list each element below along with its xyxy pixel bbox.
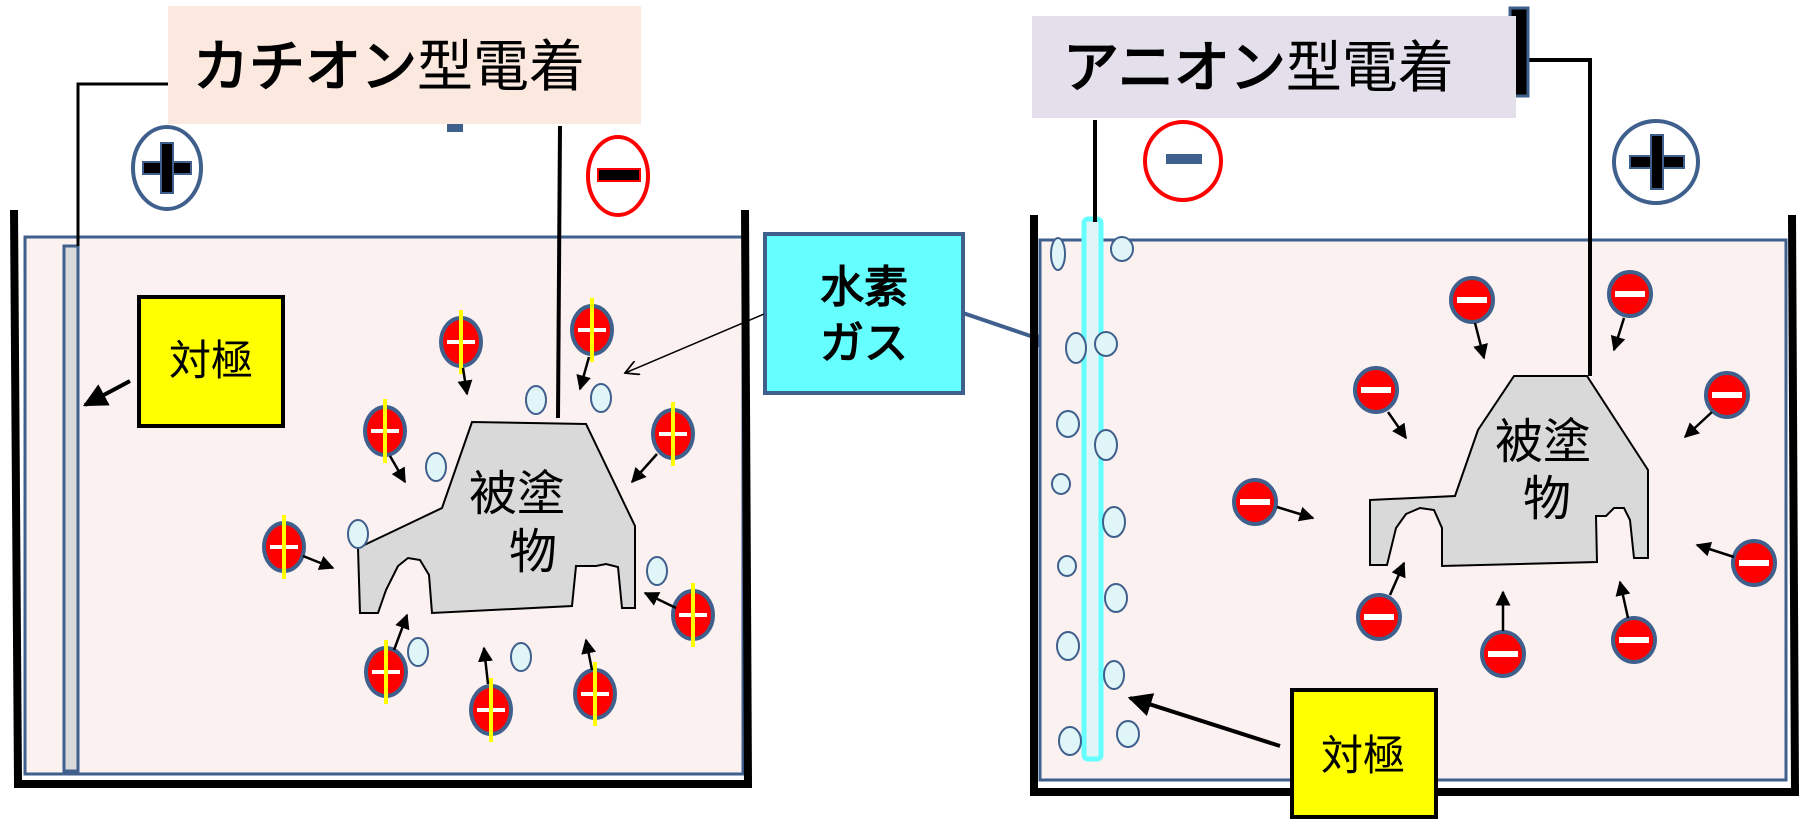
left-bubbles xyxy=(347,383,668,672)
right-anode-wire xyxy=(1505,58,1592,376)
right-title-box xyxy=(1032,16,1516,118)
anion-ion xyxy=(1232,478,1278,526)
right-counter-electrode-label: 対極 xyxy=(1321,731,1405,780)
anion-ion xyxy=(1611,616,1657,664)
left-cation-ions xyxy=(262,298,715,742)
cation-ion xyxy=(364,640,408,704)
left-counter-electrode-plate xyxy=(62,244,80,773)
right-counter-electrode-label-box xyxy=(1290,688,1438,819)
left-title: カチオン型電着 xyxy=(193,35,585,100)
cation-ion xyxy=(439,310,483,374)
right-title: アニオン型電着 xyxy=(1063,36,1454,101)
right-anode-plus-icon xyxy=(1612,119,1700,205)
cationic-panel: カチオン型電着 対極 被塗 物 xyxy=(10,6,753,788)
left-counter-arrow xyxy=(82,379,131,407)
anionic-panel: アニオン型電着 被塗 xyxy=(1030,6,1800,819)
left-workpiece-label-1: 被塗 xyxy=(469,466,565,522)
left-cathode-wire xyxy=(556,125,562,419)
right-title-bold: アニオン xyxy=(1063,36,1286,101)
left-title-rest: 型電着 xyxy=(417,35,585,100)
left-ion-arrows xyxy=(302,356,677,685)
cation-ion xyxy=(573,662,617,726)
right-cathode-minus-icon xyxy=(1143,120,1223,202)
right-bubbles xyxy=(1050,236,1140,756)
anion-ion xyxy=(1353,366,1399,414)
left-counter-electrode-label: 対極 xyxy=(169,336,253,385)
left-cathode-minus-icon xyxy=(586,135,650,217)
hydrogen-gas-line1: 水素 xyxy=(820,262,908,313)
cation-ion xyxy=(671,583,715,647)
left-workpiece xyxy=(356,420,636,615)
cation-ion xyxy=(363,399,407,463)
cation-ion xyxy=(262,515,306,579)
right-counter-arrow xyxy=(1127,693,1281,748)
left-title-box xyxy=(168,6,641,124)
anion-ion xyxy=(1607,270,1653,318)
anion-ion xyxy=(1449,276,1495,324)
cation-ion xyxy=(651,402,695,466)
right-workpiece-label-1: 被塗 xyxy=(1495,414,1591,470)
left-workpiece-label-2: 物 xyxy=(509,524,557,580)
right-ion-arrows xyxy=(1276,317,1735,631)
hydrogen-gas-line2: ガス xyxy=(820,318,908,369)
hydrogen-gas-arrow-left xyxy=(625,313,765,373)
left-counter-electrode-label-box xyxy=(137,295,285,428)
anion-ion xyxy=(1356,593,1402,641)
anion-ion xyxy=(1731,539,1777,587)
right-anion-ions xyxy=(1232,270,1777,678)
right-workpiece xyxy=(1369,375,1649,568)
left-anode-plus-icon xyxy=(131,125,203,211)
left-title-bold: カチオン xyxy=(193,35,417,100)
right-counter-electrode-tube xyxy=(1081,216,1104,762)
left-anode-wire xyxy=(76,82,170,246)
hydrogen-gas-callout: 水素 ガス xyxy=(625,232,1056,395)
cation-ion xyxy=(469,678,513,742)
anion-ion xyxy=(1480,630,1526,678)
cation-ion xyxy=(570,298,614,362)
right-title-rest: 型電着 xyxy=(1286,36,1454,101)
right-workpiece-label-2: 物 xyxy=(1523,471,1571,527)
left-tank xyxy=(10,209,753,788)
hydrogen-gas-box xyxy=(763,232,965,395)
anion-ion xyxy=(1704,371,1750,419)
